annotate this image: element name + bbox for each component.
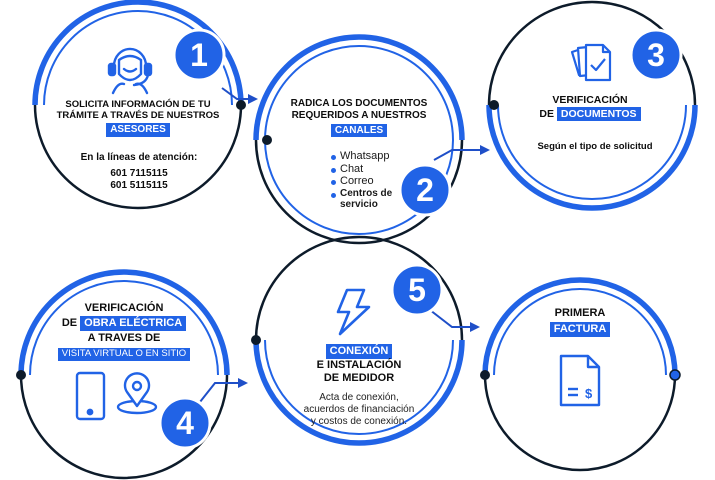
step-3-ring — [486, 0, 698, 211]
step-3-note: Según el tipo de solicitud — [537, 141, 653, 152]
channel-item: Whatsapp — [331, 150, 421, 163]
channel-item: Centros de servicio — [331, 188, 421, 211]
step-1-line1: SOLICITA INFORMACIÓN DE TU — [65, 99, 211, 110]
svg-text:3: 3 — [647, 37, 665, 73]
step-2-highlight: CANALES — [330, 123, 388, 138]
step-5-badge: 5 — [390, 263, 444, 317]
step-2-badge: 2 — [398, 163, 452, 217]
step-6-title: PRIMERA FACTURA — [520, 307, 640, 337]
step-4-highlight: OBRA ELÉCTRICA — [80, 315, 187, 331]
step-4-highlight-2: VISITA VIRTUAL O EN SITIO — [57, 347, 191, 361]
step-3-title: VERIFICACIÓN DE DOCUMENTOS — [520, 94, 660, 122]
step-3-prefix: DE — [539, 108, 554, 121]
step-6-highlight: FACTURA — [549, 321, 611, 337]
step-6-ring — [480, 277, 681, 472]
step-4-line1: VERIFICACIÓN — [84, 302, 164, 314]
step-4-ring — [16, 269, 230, 480]
phone-number-1: 601 7115115 — [110, 167, 168, 179]
location-pin-icon — [116, 372, 158, 415]
step-5-title: CONEXIÓN E INSTALACIÓN DE MEDIDOR — [284, 344, 434, 385]
lightning-bolt-icon — [336, 288, 371, 336]
channel-item: Correo — [331, 175, 421, 188]
phone-number-2: 601 5115115 — [110, 179, 168, 191]
step-5-note-line2: acuerdos de financiación — [303, 403, 415, 415]
step-3-line1: VERIFICACIÓN — [552, 94, 628, 106]
step-5-line3: DE MEDIDOR — [323, 371, 395, 384]
channel-label: Chat — [340, 162, 364, 175]
step-2-line2: REQUERIDOS A NUESTROS — [291, 109, 427, 121]
step-5-note: Acta de conexión, acuerdos de financiaci… — [274, 392, 444, 427]
invoice-dollar-icon: $ — [559, 354, 601, 407]
mobile-phone-icon — [75, 371, 106, 421]
step-1-title: SOLICITA INFORMACIÓN DE TU TRÁMITE A TRA… — [40, 99, 236, 137]
arrow-step-4-to-5 — [195, 378, 248, 408]
step-4-badge: 4 — [158, 396, 212, 450]
bullet-icon — [331, 180, 336, 186]
svg-text:1: 1 — [190, 37, 208, 73]
step-4-prefix: DE — [61, 316, 78, 329]
step-4-line3: A TRAVES DE — [87, 331, 161, 344]
channel-label: Whatsapp — [340, 150, 390, 162]
step-2-title: RADICA LOS DOCUMENTOS REQUERIDOS A NUEST… — [270, 98, 448, 138]
step-6-line1: PRIMERA — [554, 307, 606, 319]
arrow-step-1-to-2 — [221, 87, 258, 104]
channel-label: Centros de servicio — [340, 187, 393, 211]
step-4-title: VERIFICACIÓN DE OBRA ELÉCTRICA A TRAVES … — [40, 302, 208, 361]
step-1-contact: En la líneas de atención: 601 7115115 60… — [60, 152, 218, 191]
svg-text:2: 2 — [416, 172, 434, 208]
channels-list: Whatsapp Chat Correo Centros de servicio — [331, 150, 421, 211]
step-1-badge: 1 — [172, 28, 226, 82]
step-3-highlight: DOCUMENTOS — [556, 107, 641, 122]
bullet-icon — [331, 155, 336, 160]
svg-text:4: 4 — [176, 405, 194, 441]
contact-label: En la líneas de atención: — [80, 152, 198, 163]
step-5-note-line3: y costos de conexión. — [310, 415, 408, 427]
step-5-highlight: CONEXIÓN — [325, 344, 393, 359]
channel-item: Chat — [331, 163, 421, 176]
documents-check-icon — [570, 43, 612, 82]
step-1-highlight: ASESORES — [106, 123, 170, 137]
svg-text:$: $ — [585, 386, 593, 401]
arrow-step-5-to-6 — [429, 309, 480, 332]
step-5-ring — [251, 235, 465, 446]
step-2-line1: RADICA LOS DOCUMENTOS — [290, 98, 428, 109]
channel-label: Correo — [340, 175, 374, 188]
bullet-icon — [331, 192, 336, 198]
headset-agent-icon — [107, 47, 153, 95]
svg-text:5: 5 — [408, 272, 426, 308]
step-5-line2: E INSTALACIÓN — [316, 358, 402, 371]
step-3-badge: 3 — [629, 28, 683, 82]
step-5-note-line1: Acta de conexión, — [319, 392, 399, 403]
step-1-line2: TRÁMITE A TRAVÉS DE NUESTROS — [56, 110, 220, 122]
bullet-icon — [331, 167, 336, 173]
arrow-step-2-to-3 — [433, 145, 490, 161]
